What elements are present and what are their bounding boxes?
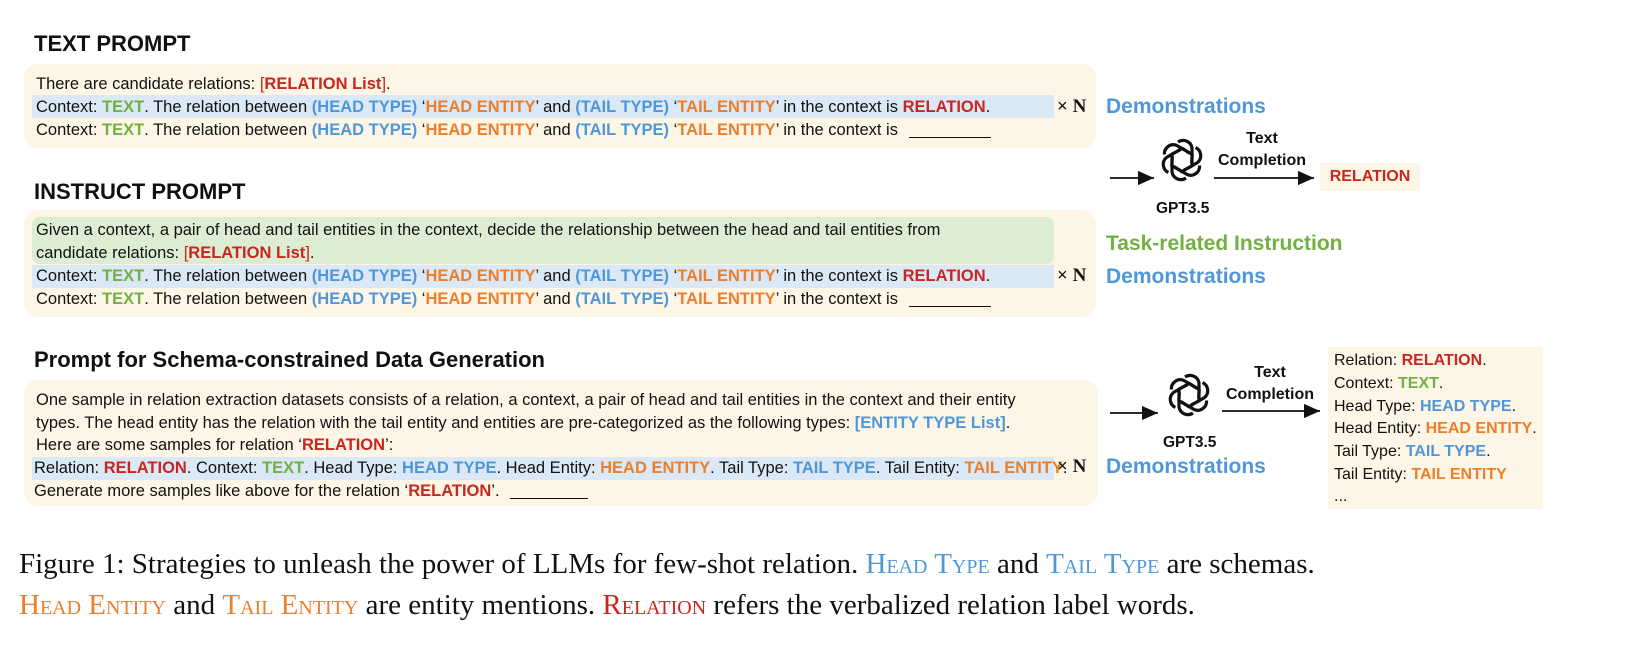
schema-description-line: One sample in relation extraction datase… [36,391,1016,409]
schema-demonstration-line: Relation: RELATION. Context: TEXT. Head … [34,459,1068,477]
schema-prompt-title: Prompt for Schema-constrained Data Gener… [34,347,545,372]
demonstrations-label: Demonstrations [1106,95,1266,118]
candidate-relations-line: There are candidate relations: [RELATION… [36,75,391,93]
output-head-type-line: Head Type: HEAD TYPE. [1334,398,1517,415]
generate-line: Generate more samples like above for the… [34,480,589,502]
gpt-label-bottom: GPT3.5 [1163,434,1217,451]
task-instruction-label: Task-related Instruction [1106,232,1343,255]
times-n-label: × N [1057,456,1087,477]
figure-caption-line-1: Figure 1: Strategies to unleash the powe… [19,548,1315,580]
figure-caption-line-2: Head Entity and Tail Entity are entity m… [19,589,1195,621]
output-tail-entity-line: Tail Entity: TAIL ENTITY [1334,466,1507,483]
demonstration-highlight [32,457,1054,480]
text-prompt-title: TEXT PROMPT [34,31,191,56]
output-tail-type-line: Tail Type: TAIL TYPE. [1334,443,1491,460]
bottom-model-flow [1110,403,1320,421]
answer-blank [908,306,991,307]
demonstration-line: Context: TEXT. The relation between (HEA… [36,267,991,285]
relation-output-box: RELATION [1320,163,1420,191]
schema-prompt-panel [24,380,1098,506]
query-line: Context: TEXT. The relation between (HEA… [36,119,991,141]
demonstration-highlight [32,95,1054,118]
output-context-line: Context: TEXT. [1334,375,1444,392]
openai-logo-icon [1163,369,1215,426]
times-n-label: × N [1057,96,1087,117]
answer-blank [510,498,589,499]
answer-blank [908,137,991,138]
output-ellipsis: ... [1334,488,1348,505]
output-head-entity-line: Head Entity: HEAD ENTITY. [1334,420,1537,437]
demonstration-line: Context: TEXT. The relation between (HEA… [36,98,991,116]
openai-logo-icon [1156,134,1208,191]
demonstrations-label: Demonstrations [1106,455,1266,478]
demonstrations-label: Demonstrations [1106,265,1266,288]
query-line: Context: TEXT. The relation between (HEA… [36,288,991,310]
gpt-label-top: GPT3.5 [1156,200,1210,217]
samples-intro-line: Here are some samples for relation ‘RELA… [36,436,394,454]
generated-sample-box: Relation: RELATION. Context: TEXT. Head … [1328,347,1543,509]
instruct-prompt-title: INSTRUCT PROMPT [34,179,246,204]
demonstration-highlight [32,265,1054,288]
times-n-label: × N [1057,265,1087,286]
candidate-relations-line: candidate relations: [RELATION List]. [36,244,315,262]
top-model-flow [1110,170,1314,186]
instruction-highlight [32,217,1054,264]
instruction-line: Given a context, a pair of head and tail… [36,221,941,239]
output-relation-line: Relation: RELATION. [1334,352,1487,369]
schema-types-line: types. The head entity has the relation … [36,414,1011,432]
